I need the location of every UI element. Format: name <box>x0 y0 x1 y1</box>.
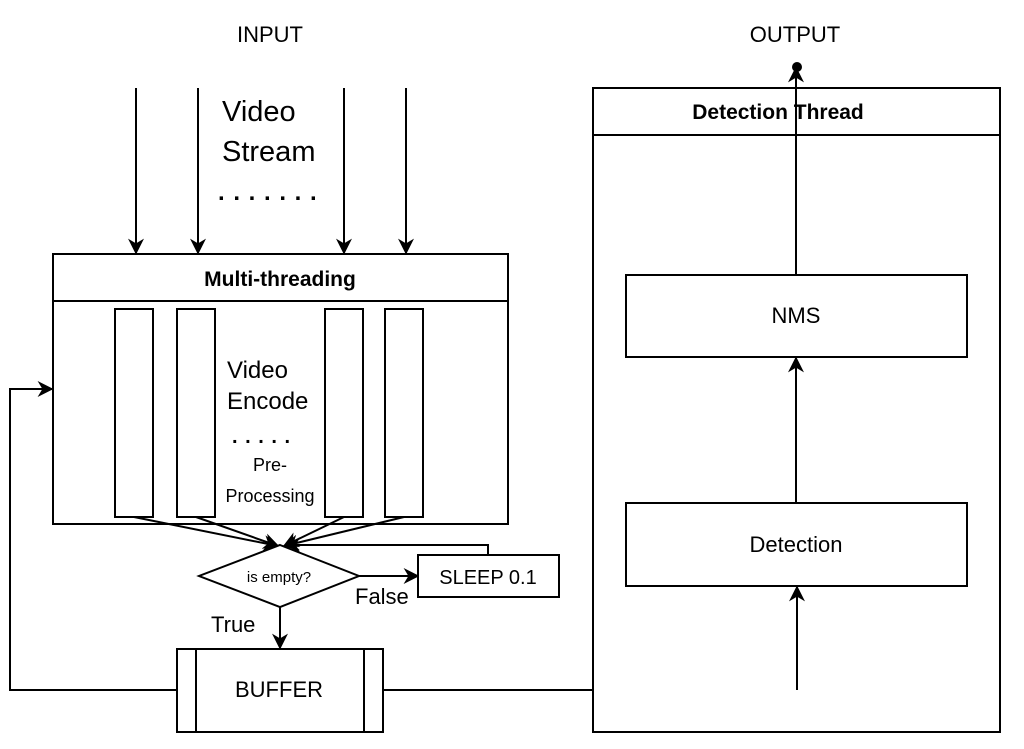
thread-bar <box>384 308 424 518</box>
decision-label: is empty? <box>247 569 311 586</box>
detection-box <box>625 502 968 587</box>
buffer-label: BUFFER <box>235 677 323 702</box>
thread-bar <box>114 308 154 518</box>
detection-thread-title: Detection Thread <box>692 101 864 124</box>
encode-ellipsis: . . . . . <box>232 426 291 448</box>
nms-label: NMS <box>772 303 821 328</box>
detection-label: Detection <box>750 532 843 557</box>
thread-bar <box>324 308 364 518</box>
feedback-arrow <box>9 381 177 691</box>
video-encode-label-line1: Video <box>227 357 288 384</box>
preprocessing-label-line2: Processing <box>225 486 314 506</box>
merge-arrow <box>282 516 405 551</box>
stream-ellipsis: . . . . . . . <box>218 179 318 206</box>
multithreading-title: Multi-threading <box>204 268 356 291</box>
nms-box <box>625 274 968 358</box>
false-label: False <box>355 584 409 609</box>
input-label: INPUT <box>237 22 303 47</box>
buffer-box <box>176 648 384 733</box>
output-terminal-dot <box>792 62 802 72</box>
output-label: OUTPUT <box>750 22 840 47</box>
merge-arrow <box>195 516 280 549</box>
input-arrows <box>128 88 414 255</box>
video-encode-label-line2: Encode <box>227 388 308 415</box>
true-label: True <box>211 612 255 637</box>
video-stream-label-line2: Stream <box>222 136 315 168</box>
sleep-loop-arrow <box>284 537 489 555</box>
preprocessing-label-line1: Pre- <box>253 455 287 475</box>
sleep-label: SLEEP 0.1 <box>439 567 536 589</box>
video-stream-label-line1: Video <box>222 96 296 128</box>
thread-bar <box>176 308 216 518</box>
merge-arrow <box>133 516 280 551</box>
